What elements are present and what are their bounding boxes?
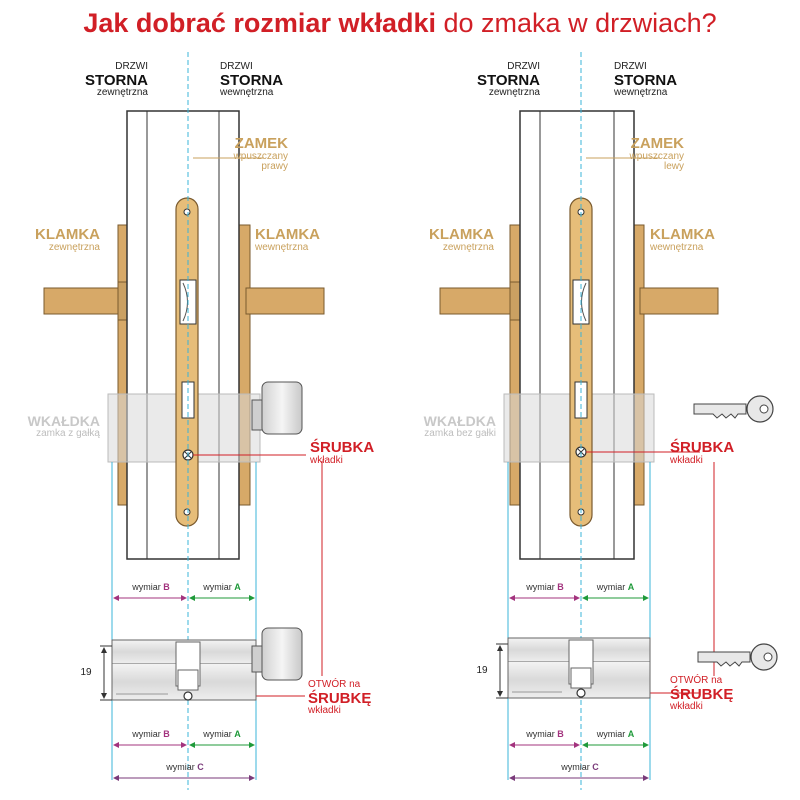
- left-lock-label: ZAMEK wpuszczany prawy: [233, 135, 288, 173]
- left-outer-side-label: DRZWI STORNA zewnętrzna: [84, 61, 148, 99]
- left-inner-handle: [245, 287, 325, 315]
- right-inner-side-label: DRZWI STORNA wewnętrzna: [614, 61, 678, 99]
- right-dim-b-bottom-label: wymiar B: [526, 729, 564, 739]
- left-inner-rose: [237, 224, 251, 506]
- left-height-label: 19: [80, 667, 92, 678]
- left-dim-b-top-label: wymiar B: [132, 582, 170, 592]
- left-hole-label: OTWÓR na ŚRUBKĘ wkładki: [308, 679, 372, 717]
- left-lock-faceplate: [175, 197, 199, 527]
- right-diagram: [439, 52, 778, 790]
- left-door-knob: [261, 381, 303, 435]
- left-dim-a-top-label: wymiar A: [203, 582, 241, 592]
- right-outer-handle-label: KLAMKA zewnętrzna: [429, 226, 494, 253]
- right-dim-b-top-label: wymiar B: [526, 582, 564, 592]
- left-inner-side-label: DRZWI STORNA wewnętrzna: [220, 61, 284, 99]
- right-inner-handle: [639, 287, 719, 315]
- right-dim-a-bottom-label: wymiar A: [596, 729, 635, 739]
- right-inner-handle-label: KLAMKA wewnętrzna: [650, 226, 715, 253]
- left-dim-a-bottom-label: wymiar A: [203, 729, 241, 739]
- left-screw-hole: [183, 691, 193, 701]
- left-dim-b-bottom-label: wymiar B: [132, 729, 170, 739]
- left-cylinder-knob: [261, 627, 303, 681]
- key-icon: [697, 643, 778, 671]
- left-inner-handle-label: KLAMKA wewnętrzna: [255, 226, 320, 253]
- right-outer-handle: [439, 287, 521, 315]
- left-screw-label: ŚRUBKA wkładki: [310, 439, 375, 466]
- title-rest: do zmaka w drzwiach?: [443, 8, 717, 38]
- right-lock-label: ZAMEK wpuszczany lewy: [629, 135, 684, 173]
- left-cylinder-label: WKAŁDKA zamka z gałką: [27, 413, 100, 439]
- right-screw-hole: [576, 688, 586, 698]
- left-diagram: [43, 52, 325, 790]
- right-dim-c-label: wymiar C: [561, 762, 599, 772]
- title-bold: Jak dobrać rozmiar wkładki: [83, 8, 436, 38]
- right-screw-label: ŚRUBKA wkładki: [670, 439, 735, 466]
- left-outer-handle: [43, 287, 125, 315]
- right-height-label: 19: [476, 665, 488, 676]
- left-dim-c-label: wymiar C: [166, 762, 204, 772]
- right-hole-label: OTWÓR na ŚRUBKĘ wkładki: [670, 675, 734, 713]
- page-title: Jak dobrać rozmiar wkładki do zmaka w dr…: [0, 6, 800, 40]
- left-outer-handle-label: KLAMKA zewnętrzna: [35, 226, 100, 253]
- right-dim-a-top-label: wymiar A: [596, 582, 635, 592]
- right-cylinder-label: WKAŁDKA zamka bez gałki: [423, 413, 496, 439]
- key-icon: [693, 395, 774, 423]
- right-outer-side-label: DRZWI STORNA zewnętrzna: [476, 61, 540, 99]
